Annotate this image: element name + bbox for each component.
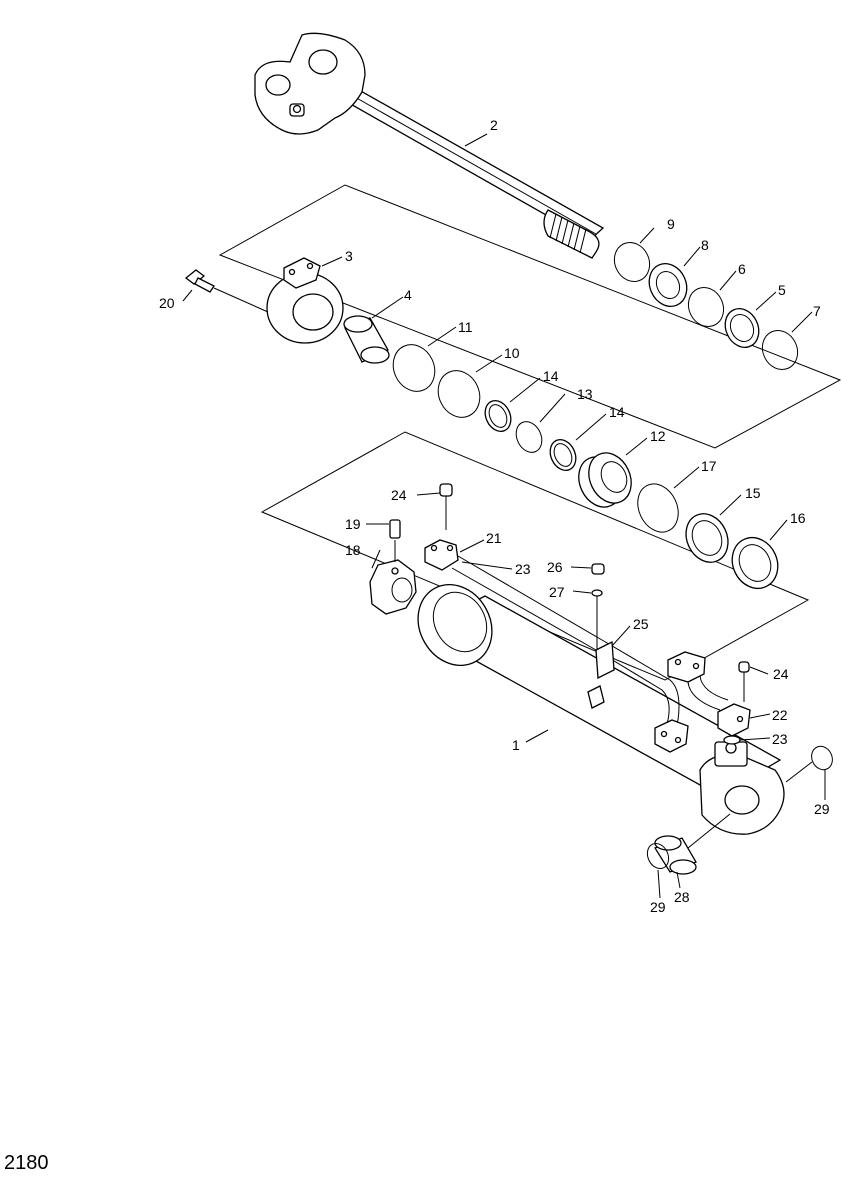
callout-14-lower: 14 (609, 404, 625, 420)
callout-2: 2 (490, 117, 498, 133)
part-13-o-ring (515, 421, 543, 453)
part-11-o-ring (392, 344, 436, 392)
callout-11: 11 (458, 319, 473, 335)
callout-6: 6 (738, 261, 746, 277)
piston-group-outline (218, 184, 842, 449)
callout-3: 3 (345, 248, 353, 264)
callout-16: 16 (790, 510, 806, 526)
callout-19: 19 (345, 516, 361, 532)
part-26-bolt (591, 563, 605, 575)
part-22-pipe-flange (667, 651, 751, 737)
part-8-wiper-ring (648, 263, 688, 307)
part-21-pipe-flange (424, 539, 459, 571)
part-3-cylinder-head (266, 257, 344, 344)
part-24-bolt-lower (738, 661, 750, 702)
callout-17: 17 (701, 458, 717, 474)
callout-20: 20 (159, 295, 175, 311)
callout-26: 26 (547, 559, 563, 575)
part-17-o-ring (637, 483, 679, 533)
part-24-bolt-upper (439, 483, 453, 530)
callout-10: 10 (504, 345, 520, 361)
part-25-pipe (451, 555, 689, 753)
callout-27: 27 (549, 584, 565, 600)
callout-8: 8 (701, 237, 709, 253)
part-2-piston-rod (254, 32, 605, 259)
part-4-bushing (343, 315, 390, 364)
callout-23-lower: 23 (772, 731, 788, 747)
part-19-set-screw (389, 519, 401, 562)
part-12-piston (578, 452, 632, 508)
part-7-o-ring (761, 330, 799, 370)
callout-29-lower: 29 (650, 899, 666, 915)
part-10-o-ring (437, 370, 481, 418)
callout-24-lower: 24 (773, 666, 789, 682)
callout-1: 1 (512, 737, 520, 753)
callout-15: 15 (745, 485, 761, 501)
page-number: 2180 (4, 1152, 49, 1174)
part-9-o-ring (613, 242, 651, 282)
part-27-washer (591, 589, 603, 650)
callout-23-upper: 23 (515, 561, 531, 577)
callout-5: 5 (778, 282, 786, 298)
callout-22: 22 (772, 707, 788, 723)
callout-9: 9 (667, 216, 675, 232)
leader-lines (182, 133, 826, 899)
part-18-lock-nut (369, 559, 417, 615)
callout-29-right: 29 (814, 801, 830, 817)
part-28-pin-bushing (654, 835, 697, 875)
callout-14-upper: 14 (543, 368, 559, 384)
part-15-ring (685, 513, 729, 563)
part-5-ring (724, 308, 760, 348)
part-16-ring (731, 537, 779, 589)
callout-4: 4 (404, 287, 412, 303)
part-6-o-ring (687, 287, 725, 327)
part-20-bolt (184, 269, 269, 313)
callout-18: 18 (345, 542, 361, 558)
callout-28: 28 (674, 889, 690, 905)
callout-24-upper: 24 (391, 487, 407, 503)
callout-21: 21 (486, 530, 502, 546)
callout-7: 7 (813, 303, 821, 319)
part-29-ring-right (811, 745, 833, 771)
callout-12: 12 (650, 428, 666, 444)
part-29-ring-lower (646, 842, 670, 870)
part-23-o-ring-lower (723, 735, 741, 745)
callout-13: 13 (577, 386, 593, 402)
part-14-ring (484, 399, 512, 433)
part-14-ring-second (549, 438, 577, 472)
callout-25: 25 (633, 616, 649, 632)
